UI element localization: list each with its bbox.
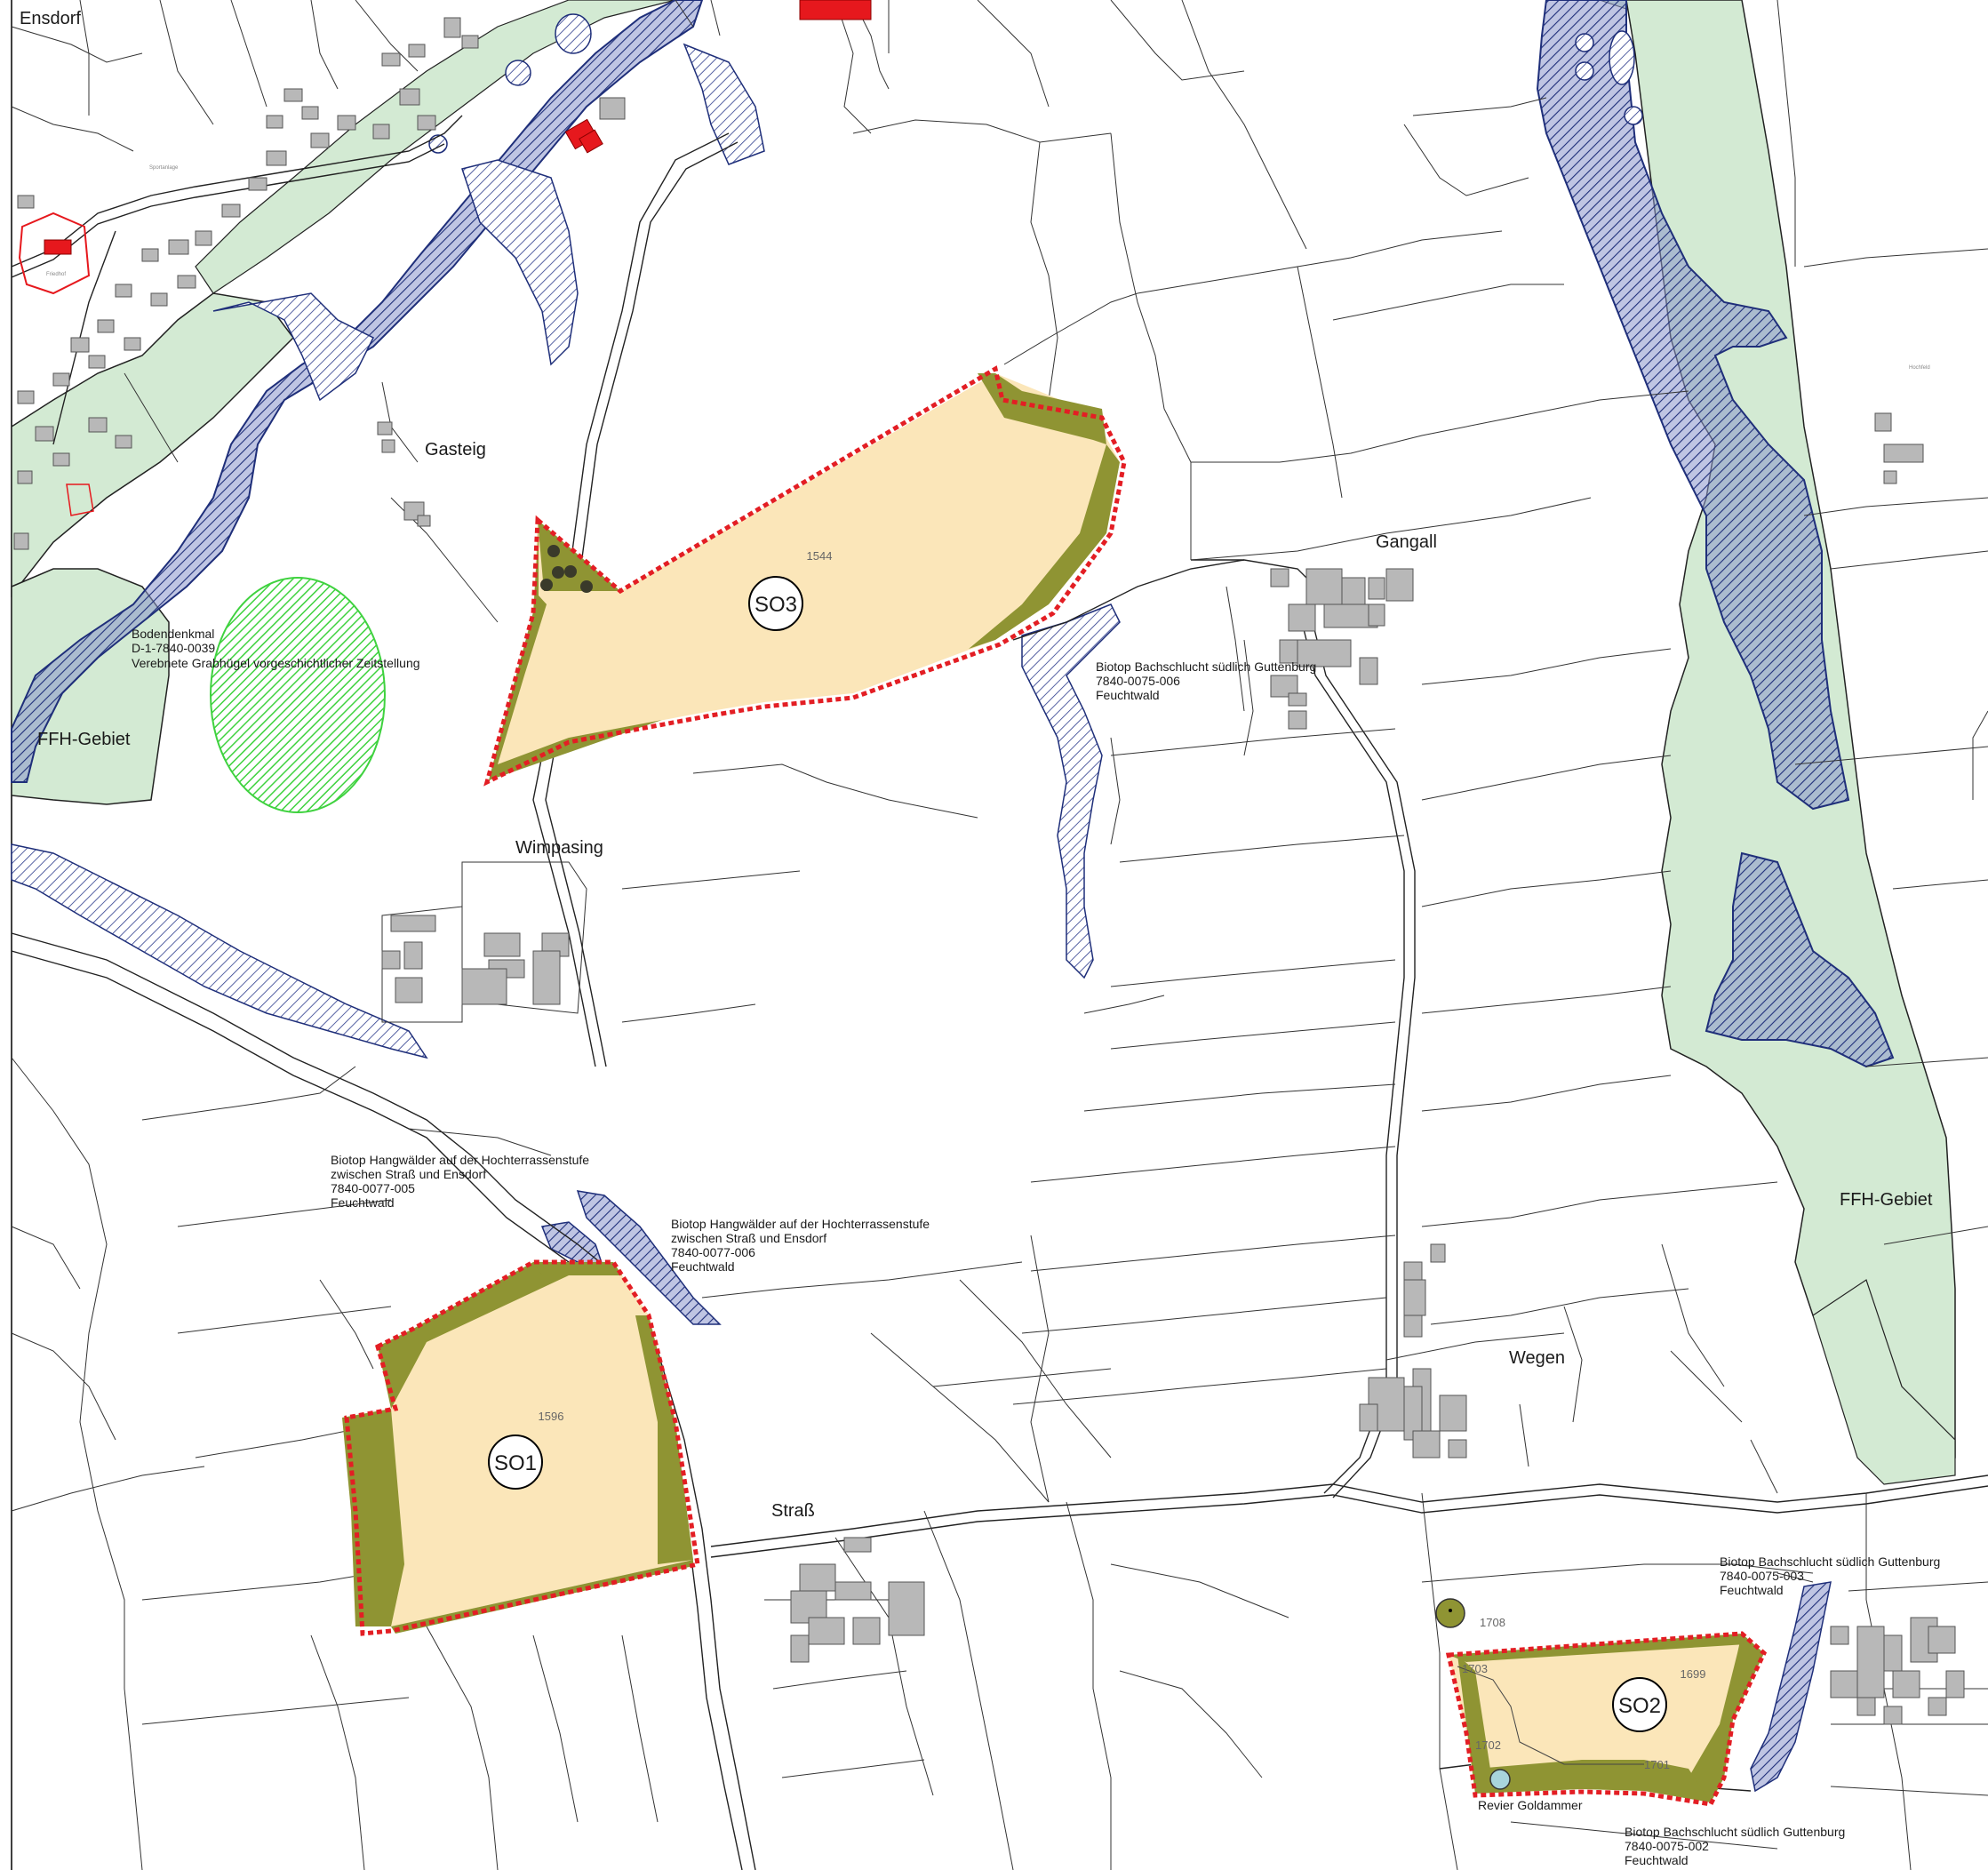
biotop-hang-006-sub: zwischen Straß und Ensdorf [671,1231,826,1245]
parcel-boundaries [11,0,1988,1870]
place-sportanlage: Sportanlage [149,165,179,171]
ffh-label-east: FFH-Gebiet [1840,1190,1933,1210]
place-wimpasing: Wimpasing [515,838,603,858]
biotop-hang-005-title: Biotop Hangwälder auf der Hochterrassens… [331,1153,589,1167]
bodendenkmal-area [210,577,386,813]
biotop-hang-005-type: Feuchtwald [331,1195,395,1210]
biotop-002-type: Feuchtwald [1625,1853,1689,1867]
biotop-hang-005-sub: zwischen Straß und Ensdorf [331,1167,486,1181]
biotop-hang-005-id: 7840-0077-005 [331,1181,415,1195]
tree-marker [1435,1598,1465,1628]
parcel-1708: 1708 [1480,1616,1505,1629]
zone-so2[interactable] [1445,1631,1768,1807]
biotop-006-north-type: Feuchtwald [1096,688,1160,702]
place-gasteig: Gasteig [425,440,486,460]
biotop-003-title: Biotop Bachschlucht südlich Guttenburg [1720,1554,1940,1569]
biotop-002-title: Biotop Bachschlucht südlich Guttenburg [1625,1825,1845,1839]
so2-parcel: 1699 [1681,1667,1706,1681]
buildings [13,17,1965,1725]
place-wegen: Wegen [1509,1348,1565,1368]
revier-marker [1489,1769,1511,1790]
biotop-003-type: Feuchtwald [1720,1583,1784,1597]
biotop-areas [11,0,1895,1793]
bodendenkmal-title: Bodendenkmal [132,627,214,641]
so2-label: SO2 [1618,1694,1661,1718]
red-buildings [18,0,872,516]
biotop-hang-006-title: Biotop Hangwälder auf der Hochterrassens… [671,1217,930,1231]
parcel-1703: 1703 [1462,1662,1488,1675]
so3-parcel: 1544 [807,549,833,563]
zone-labels: SO3 1544 SO1 1596 SO2 1699 1708 1703 170… [488,549,1706,1771]
so1-parcel: 1596 [539,1410,564,1423]
tree-marker-dot [1449,1609,1452,1612]
biotop-hang-006-id: 7840-0077-006 [671,1245,755,1259]
bodendenkmal-desc: Verebnete Grabhügel vorgeschichtlicher Z… [132,656,420,670]
biotop-006-north-id: 7840-0075-006 [1096,674,1180,688]
bodendenkmal-id: D-1-7840-0039 [132,641,215,655]
place-hochfeld: Hochfeld [1909,365,1930,371]
zone-so3[interactable] [483,365,1127,787]
so3-label: SO3 [754,593,797,617]
biotop-hang-006-type: Feuchtwald [671,1259,735,1274]
biotop-002-id: 7840-0075-002 [1625,1839,1709,1853]
ffh-label-west: FFH-Gebiet [37,730,131,749]
so1-label: SO1 [494,1451,537,1475]
map-labels: Ensdorf Gasteig Gangall Wimpasing Straß … [20,9,1940,1867]
place-friedhof: Friedhof [46,272,66,277]
place-ensdorf: Ensdorf [20,9,81,28]
biotop-003-id: 7840-0075-003 [1720,1569,1804,1583]
biotop-006-north-title: Biotop Bachschlucht südlich Guttenburg [1096,659,1316,674]
parcel-1701: 1701 [1644,1758,1670,1771]
place-gangall: Gangall [1376,532,1437,552]
place-strass: Straß [771,1501,815,1521]
parcel-1702: 1702 [1475,1738,1501,1752]
revier-goldammer-label: Revier Goldammer [1478,1798,1583,1812]
